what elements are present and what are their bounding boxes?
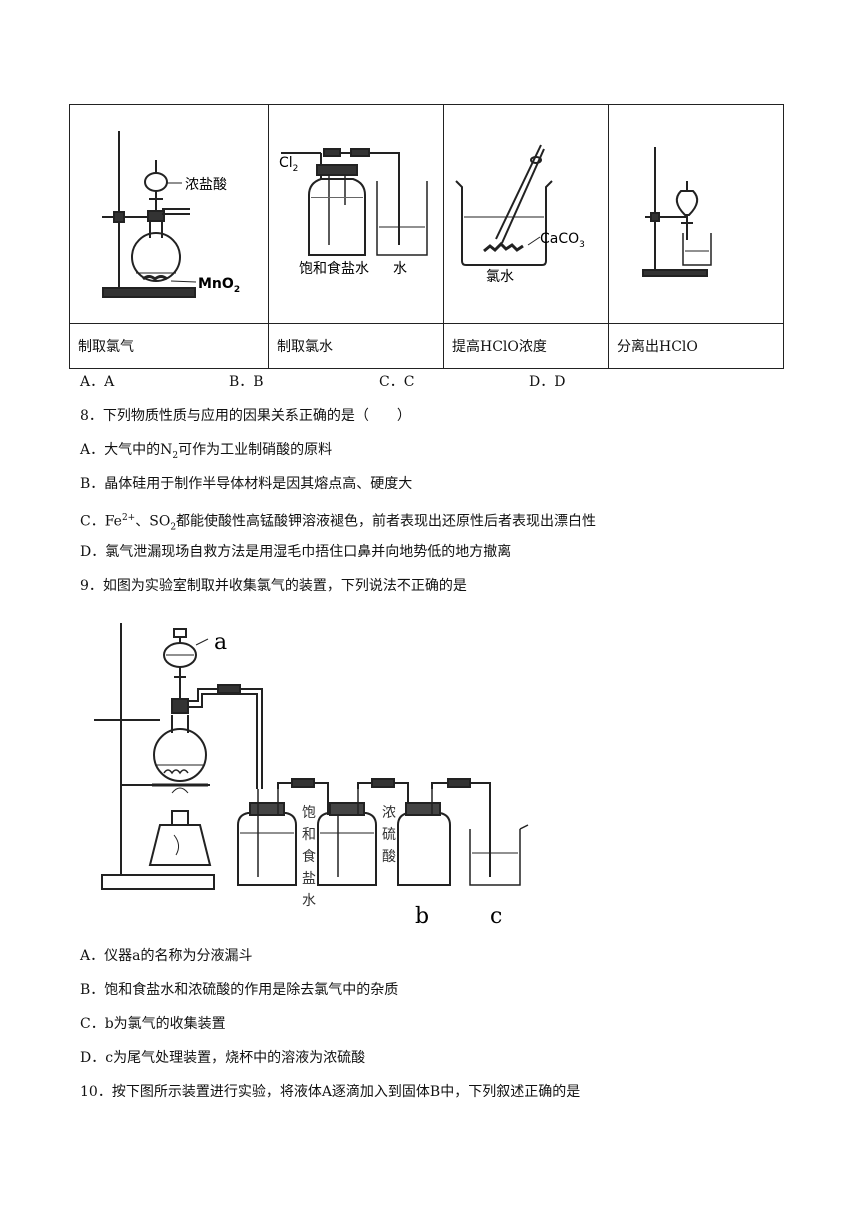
q7-option-a[interactable]: A．A	[80, 374, 115, 390]
q8-option-a[interactable]: A．大气中的N2可作为工业制硝酸的原料	[80, 442, 333, 461]
q7-caption-2: 制取氯水	[268, 323, 444, 369]
cl2-label: Cl	[279, 155, 293, 171]
svg-text:浓: 浓	[382, 805, 396, 821]
svg-text:盐: 盐	[302, 871, 316, 887]
q7-image-cell-4	[608, 104, 784, 324]
svg-text:饱: 饱	[302, 805, 316, 821]
mno2-label: MnO	[198, 276, 234, 292]
separation-funnel-figure	[642, 147, 712, 277]
cl2-subscript: 2	[293, 164, 299, 174]
q9-option-d[interactable]: D．c为尾气处理装置，烧杯中的溶液为浓硫酸	[80, 1050, 366, 1066]
q10-stem: 10．按下图所示装置进行实验，将液体A逐滴加入到固体B中，下列叙述正确的是	[80, 1084, 581, 1100]
label-a: a	[214, 630, 227, 655]
svg-text:MnO2: MnO2	[198, 276, 240, 295]
svg-text:酸: 酸	[382, 849, 396, 865]
q8-option-b[interactable]: B．晶体硅用于制作半导体材料是因其熔点高、硬度大	[80, 476, 413, 492]
q7-option-d[interactable]: D．D	[529, 374, 566, 390]
q7-apparatus-table: 浓盐酸 MnO2	[69, 104, 784, 369]
svg-text:Cl2: Cl2	[279, 155, 298, 174]
chlorine-generator-figure: 浓盐酸 MnO2	[102, 131, 240, 298]
water-label: 水	[393, 261, 407, 277]
q7-image-cell-3: CaCO3 氯水	[443, 104, 609, 324]
brine-vertical-label: 饱 和 食 盐 水	[302, 805, 316, 909]
q8-option-c[interactable]: C．Fe2+、SO2都能使酸性高锰酸钾溶液褪色，前者表现出还原性后者表现出漂白性	[80, 513, 597, 533]
svg-text:和: 和	[302, 827, 316, 843]
caco3-subscript: 3	[579, 240, 585, 250]
q7-image-cell-1: 浓盐酸 MnO2	[69, 104, 269, 324]
chlorine-water-figure: Cl2 饱和食盐水 水	[279, 148, 428, 277]
svg-text:食: 食	[302, 848, 316, 865]
sulfuric-acid-vertical-label: 浓 硫 酸	[382, 805, 396, 865]
q9-stem: 9．如图为实验室制取并收集氯气的装置，下列说法不正确的是	[80, 578, 467, 594]
q9-option-a[interactable]: A．仪器a的名称为分液漏斗	[80, 948, 253, 964]
svg-text:硫: 硫	[382, 827, 396, 843]
q8-stem: 8．下列物质性质与应用的因果关系正确的是（ ）	[80, 408, 411, 424]
mno2-subscript: 2	[234, 285, 240, 295]
brine-label: 饱和食盐水	[299, 260, 369, 277]
svg-text:CaCO3: CaCO3	[540, 231, 585, 250]
q7-image-cell-2: Cl2 饱和食盐水 水	[268, 104, 444, 324]
hclo-concentration-figure: CaCO3 氯水	[455, 144, 585, 285]
label-c: c	[490, 904, 502, 929]
q9-option-b[interactable]: B．饱和食盐水和浓硫酸的作用是除去氯气中的杂质	[80, 982, 399, 998]
q7-caption-3: 提高HClO浓度	[443, 323, 609, 369]
chlorine-preparation-apparatus-figure: a b c 饱 和 食 盐 水 浓 硫 酸	[94, 623, 529, 929]
acid-label: 浓盐酸	[185, 177, 227, 193]
q8-option-d[interactable]: D．氯气泄漏现场自救方法是用湿毛巾捂住口鼻并向地势低的地方撤离	[80, 544, 512, 560]
q7-caption-4: 分离出HClO	[608, 323, 784, 369]
caco3-label: CaCO	[540, 231, 579, 247]
q7-caption-1: 制取氯气	[69, 323, 269, 369]
chlorine-water-label: 氯水	[486, 269, 514, 285]
svg-text:水: 水	[302, 893, 316, 909]
label-b: b	[415, 904, 429, 929]
q9-option-c[interactable]: C．b为氯气的收集装置	[80, 1016, 226, 1032]
q7-option-c[interactable]: C．C	[379, 374, 415, 390]
q7-option-b[interactable]: B．B	[229, 374, 264, 390]
